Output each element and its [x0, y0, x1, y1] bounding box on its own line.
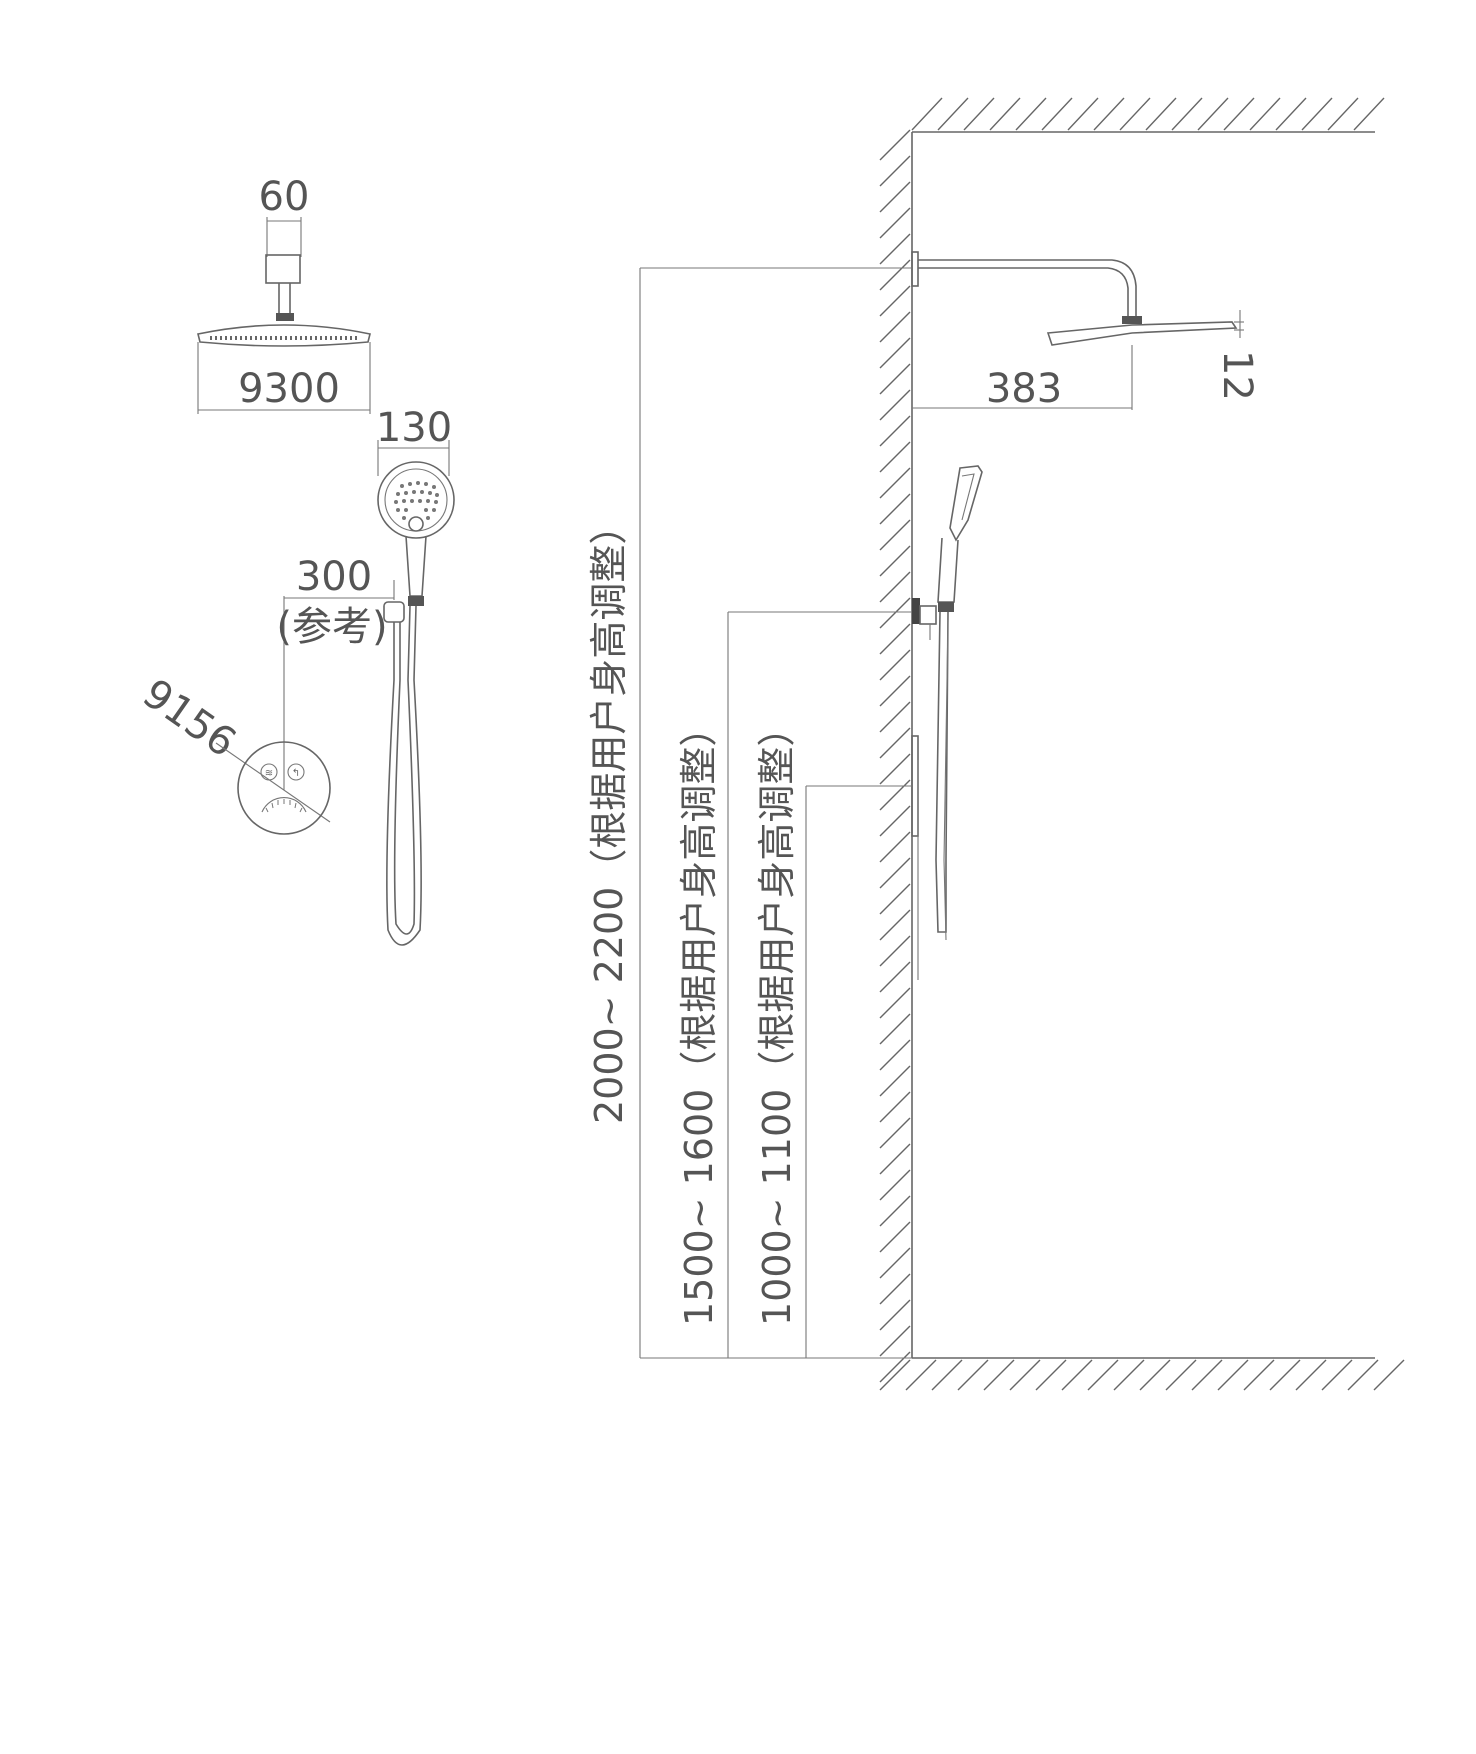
arm-length-label: 383: [986, 366, 1062, 412]
handheld-width-label: 130: [376, 405, 452, 451]
arm-width-dimension: 60: [259, 174, 310, 257]
holder-and-hose-front: [383, 601, 422, 946]
valve-diameter-dimension: 9156: [134, 671, 331, 823]
wall-hatching: [879, 97, 1405, 1391]
front-view: 60 9300 130: [134, 174, 455, 946]
head-diameter-dimension: 9300: [197, 342, 371, 414]
overhead-shower-side: [911, 251, 1238, 346]
head-thickness-label: 12: [1214, 350, 1260, 401]
valve-diameter-label: 9156: [134, 671, 244, 767]
overhead-height-label: 2000~ 2200（根据用户身高调整）: [587, 507, 631, 1124]
handheld-shower-side: [912, 465, 983, 941]
overhead-arm-front: [265, 254, 301, 321]
arm-length-dimension: 383: [912, 345, 1133, 412]
nozzle-dots: [394, 481, 439, 520]
head-diameter-label: 9300: [238, 366, 340, 412]
arm-width-label: 60: [259, 174, 310, 220]
holder-offset-dimension: 300 (参考): [276, 554, 395, 790]
side-elevation: 383 12: [587, 97, 1405, 1391]
svg-text:≋: ≋: [265, 768, 273, 779]
thermostatic-valve-front: ≋ ↰: [237, 741, 331, 835]
valve-height-label: 1000~ 1100（根据用户身高调整）: [755, 709, 799, 1326]
svg-text:↰: ↰: [292, 768, 300, 779]
holder-offset-note: (参考): [276, 604, 387, 650]
handheld-width-dimension: 130: [376, 405, 452, 476]
holder-offset-label: 300: [296, 554, 372, 600]
holder-height-label: 1500~ 1600（根据用户身高调整）: [677, 709, 721, 1326]
wall: [879, 97, 1405, 1391]
handheld-shower-front: [377, 461, 455, 606]
head-thickness-dimension: 12: [1214, 310, 1260, 401]
height-dimensions: [639, 267, 912, 1359]
valve-side: [911, 735, 919, 980]
overhead-shower-head-front: [197, 324, 371, 347]
